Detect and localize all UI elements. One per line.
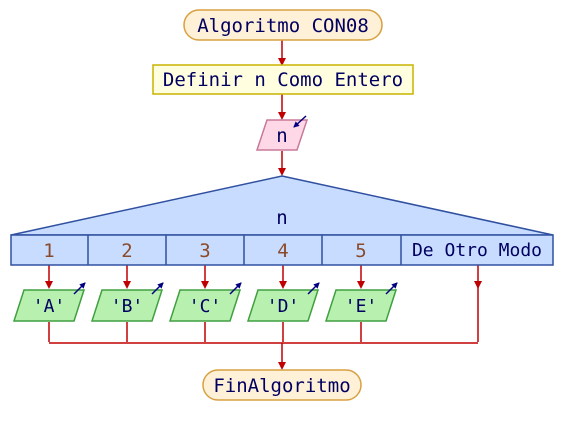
switch-block: n 1 2 3 4 5 De Otro Modo [10,175,554,266]
define-statement: Definir n Como Entero [152,64,414,95]
case-label-3: 3 [199,240,210,262]
output-C: 'C' [168,282,242,322]
start-label: Algoritmo CON08 [197,15,369,37]
define-label: Definir n Como Entero [163,69,403,91]
output-D: 'D' [246,282,320,322]
output-arrow-icon [307,282,320,295]
case-label-1: 1 [43,240,54,262]
output-B: 'B' [90,282,164,322]
output-text-C: 'C' [189,296,222,317]
output-arrow-icon [229,282,242,295]
read-input: n [255,115,309,151]
read-variable: n [276,125,287,147]
output-arrow-icon [151,282,164,295]
switch-variable: n [276,207,287,229]
output-text-A: 'A' [33,296,66,317]
output-text-E: 'E' [345,296,378,317]
flow-connectors [45,40,482,370]
end-terminal: FinAlgoritmo [202,369,362,401]
output-E: 'E' [324,282,398,322]
input-arrow-icon [293,115,307,128]
output-text-B: 'B' [111,296,144,317]
output-text-D: 'D' [267,296,300,317]
case-label-4: 4 [277,240,288,262]
case-label-2: 2 [121,240,132,262]
output-arrow-icon [385,282,398,295]
default-case-label: De Otro Modo [412,240,542,261]
output-A: 'A' [12,282,86,322]
output-arrow-icon [73,282,86,295]
start-terminal: Algoritmo CON08 [183,9,383,41]
end-label: FinAlgoritmo [213,375,350,397]
case-label-5: 5 [355,240,366,262]
